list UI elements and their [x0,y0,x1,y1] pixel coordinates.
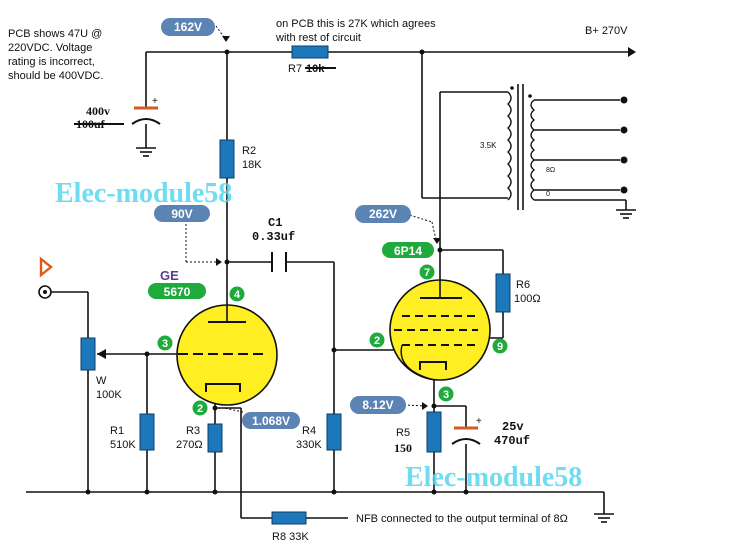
resistors [80,45,511,525]
r1-label: R1 [110,425,124,437]
watermark-top: Elec-module58 [55,178,232,209]
pin-badges: 3 4 2 2 7 9 3 [157,264,508,416]
c1-capacitor [271,252,287,272]
cathode-capacitor: + [451,416,482,445]
r6-resistor [495,273,511,313]
r8-resistor [271,511,307,525]
junction-dots [85,49,469,495]
badge-162v: 162V [161,18,215,36]
r5-label: R5 [396,427,410,439]
note-pcb-cap-line-1: PCB shows 47U @ [8,28,102,40]
b-plus-label: B+ 270V [585,25,628,37]
badge-1068v-text: 1.068V [252,414,290,428]
input-jack-icon [38,285,52,299]
r4-label: R4 [302,425,316,437]
tube-6p14 [389,279,491,381]
pin-t2-plate: 7 [424,267,430,279]
nfb-note: NFB connected to the output terminal of … [356,513,568,525]
r3-value: 270Ω [176,439,203,451]
r4-value: 330K [296,439,322,451]
pin-t2-grid: 2 [374,335,380,347]
badge-812v-text: 8.12V [362,398,393,412]
output-transformer [507,84,536,210]
output-terminals [620,96,628,194]
b-plus-arrow-icon [628,47,636,57]
supply-cap-voltage: 400v [86,104,110,118]
r3-resistor [207,423,223,453]
badge-262v: 262V [355,205,411,223]
wires [26,51,628,519]
ot-8ohm-tap: 8Ω [546,167,555,174]
watermark-bottom: Elec-module58 [405,462,582,493]
ot-dot-icon [528,94,532,98]
pin-t1-grid: 3 [162,338,168,350]
cathode-cap-voltage: 25v [502,420,524,434]
pot-label: W [96,375,107,387]
badge-812v: 8.12V [350,396,406,414]
pin-t2-cathode: 3 [443,389,449,401]
r5-value: 150 [394,441,412,455]
tube2-type-badge: 6P14 [382,242,434,258]
pointer-arrow-icon [216,258,222,266]
pin-t1-cathode: 2 [197,403,203,415]
badge-262v-text: 262V [369,207,397,221]
input-arrow-icon [39,256,53,278]
r5-resistor [426,411,442,453]
r6-value: 100Ω [514,293,541,305]
pin-t1-plate: 4 [234,289,241,301]
badge-90v-text: 90V [171,207,192,221]
w-potentiometer [80,337,96,371]
r7-resistor [291,45,329,59]
cathode-cap-value: 470uf [494,434,530,448]
c1-value: 0.33uf [252,230,295,244]
r4-resistor [326,413,342,451]
r1-resistor [139,413,155,451]
wiper-arrow-icon [97,349,106,359]
ot-impedance: 3.5K [480,141,497,150]
note-pcb-cap-line-4: should be 400VDC. [8,70,103,82]
badge-162v-text: 162V [174,20,202,34]
ground-icon [616,209,636,219]
tube-5670 [176,304,278,406]
pointer-arrow-icon [222,36,230,42]
ground-icon [136,147,156,157]
pot-value: 100K [96,389,122,401]
r2-resistor [219,139,235,179]
note-pcb-cap-line-2: 220VDC. Voltage [8,42,92,54]
note-pcb-cap-line-3: rating is incorrect, [8,56,95,68]
r6-label: R6 [516,279,530,291]
tube1-brand: GE [160,268,179,283]
notes: PCB shows 47U @ 220VDC. Voltage rating i… [8,18,568,525]
badge-90v: 90V [154,205,210,222]
r3-label: R3 [186,425,200,437]
r7-label: R7 [288,63,302,75]
c1-label: C1 [268,216,282,230]
tube2-type-text: 6P14 [394,244,422,258]
r2-label: R2 [242,145,256,157]
r1-value: 510K [110,439,136,451]
r2-value: 18K [242,159,262,171]
ground-icon [594,513,614,523]
pin-t2-screen: 9 [497,341,503,353]
ot-dot-icon [510,86,514,90]
svg-text:+: + [476,416,482,427]
tube1-type-badge: 5670 [148,283,206,299]
supply-capacitor: + [131,96,161,125]
note-pcb-r7-line-2: with rest of circuit [275,32,361,44]
tube1-type-text: 5670 [164,285,191,299]
badge-1068v: 1.068V [242,412,300,429]
pointer-arrow-icon [433,238,441,244]
svg-text:+: + [152,96,158,107]
note-pcb-r7-line-1: on PCB this is 27K which agrees [276,18,436,30]
ot-0-tap: 0 [546,191,550,198]
r8-label: R8 33K [272,531,309,543]
pointer-arrow-icon [422,402,428,410]
